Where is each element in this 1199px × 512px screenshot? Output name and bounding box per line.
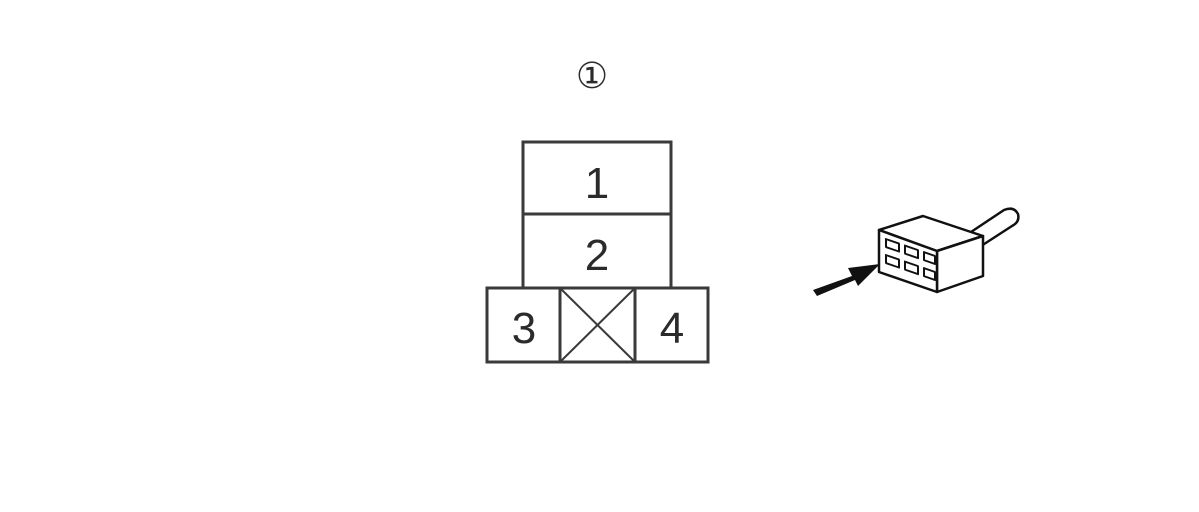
lower-housing-outline [485,286,710,364]
pin-2-label: 2 [585,231,609,280]
blank-cavity-cross [559,287,636,363]
terminal-face [485,140,710,364]
arrow-icon [813,264,880,296]
connector-plug-icon [877,207,1020,294]
pin-3-label: 3 [512,304,536,353]
pin-1-label: 1 [585,159,609,208]
pin-4-label: 4 [660,304,684,353]
connector-id-label: ① [576,56,608,97]
